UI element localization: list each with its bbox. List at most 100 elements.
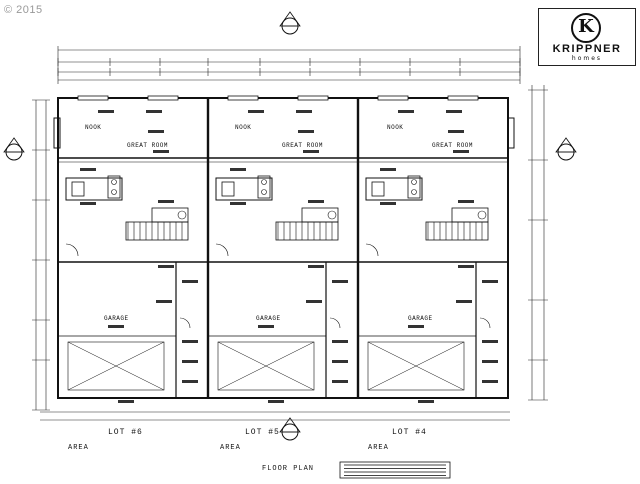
annotation-mark	[332, 340, 348, 343]
annotation-mark	[156, 300, 172, 303]
annotation-mark	[248, 110, 264, 113]
section-markers	[3, 11, 577, 441]
window	[147, 95, 179, 101]
annotation-mark	[456, 300, 472, 303]
annotation-mark	[408, 325, 424, 328]
nook-label-lot4: NOOK	[387, 124, 404, 131]
plan-title: FLOOR PLAN	[262, 465, 315, 473]
toilet-icon	[327, 210, 337, 220]
toilet-icon	[477, 210, 487, 220]
section-marker-top-icon	[279, 11, 301, 35]
area-label-lot6: AREA	[68, 444, 89, 452]
section-marker-right-icon	[555, 137, 577, 161]
annotation-mark	[298, 130, 314, 133]
annotation-mark	[308, 200, 324, 203]
powder-room	[451, 207, 489, 223]
nook-label-lot5: NOOK	[235, 124, 252, 131]
fireplace-icon	[53, 117, 61, 149]
toilet-icon	[177, 210, 187, 220]
annotation-mark	[182, 340, 198, 343]
copyright-watermark: © 2015	[4, 4, 43, 16]
annotation-mark	[303, 150, 319, 153]
window	[227, 95, 259, 101]
section-marker-right-icon-arrow	[555, 137, 577, 153]
notes-block	[339, 461, 451, 479]
door-swing	[479, 317, 491, 329]
lot-label-lot5: LOT #5	[245, 428, 280, 437]
garage-label-lot6: GARAGE	[104, 315, 129, 322]
annotation-mark	[158, 200, 174, 203]
dimension-lines	[35, 46, 545, 421]
annotation-mark	[268, 400, 284, 403]
annotation-mark	[482, 340, 498, 343]
annotation-mark	[148, 130, 164, 133]
window	[447, 95, 479, 101]
notes-frame	[339, 461, 451, 479]
stair-outline	[425, 221, 489, 241]
stairs	[125, 221, 189, 241]
annotation-mark	[118, 400, 134, 403]
fireplace-icon	[507, 117, 515, 149]
range-icon	[107, 175, 121, 199]
annotation-mark	[453, 150, 469, 153]
annotation-mark	[482, 280, 498, 283]
area-label-lot4: AREA	[368, 444, 389, 452]
burner-icon	[411, 179, 417, 185]
window	[77, 95, 109, 101]
garage-label-lot4: GARAGE	[408, 315, 433, 322]
annotation-mark	[80, 168, 96, 171]
stairs	[425, 221, 489, 241]
annotation-mark	[98, 110, 114, 113]
brand-name: KRIPPNER	[552, 43, 622, 55]
section-marker-top-icon-arrow	[279, 11, 301, 27]
sink-icon	[221, 181, 235, 197]
annotation-mark	[482, 380, 498, 383]
annotation-mark	[146, 110, 162, 113]
kitchen-island	[65, 177, 123, 201]
dimension-ticks	[32, 58, 548, 411]
annotation-mark	[482, 360, 498, 363]
lot-label-lot6: LOT #6	[108, 428, 143, 437]
annotation-mark	[332, 380, 348, 383]
annotation-mark	[380, 168, 396, 171]
garage-door-zone	[217, 341, 315, 391]
annotation-mark	[296, 110, 312, 113]
lot-label-lot4: LOT #4	[392, 428, 427, 437]
annotation-mark	[380, 202, 396, 205]
window	[377, 95, 409, 101]
burner-icon	[261, 189, 267, 195]
sink-icon	[371, 181, 385, 197]
burner-icon	[411, 189, 417, 195]
annotation-mark	[230, 168, 246, 171]
annotation-mark	[418, 400, 434, 403]
unit-plans	[53, 95, 515, 403]
range-icon	[407, 175, 421, 199]
burner-icon	[111, 179, 117, 185]
garage-x	[367, 341, 465, 391]
annotation-mark	[182, 380, 198, 383]
door-swing	[329, 317, 341, 329]
door-swing	[365, 243, 379, 257]
annotation-mark	[308, 265, 324, 268]
annotation-mark	[458, 265, 474, 268]
annotation-mark	[448, 130, 464, 133]
annotation-mark	[182, 280, 198, 283]
section-marker-left-icon-arrow	[3, 137, 25, 153]
great-room-label-lot5: GREAT ROOM	[282, 142, 324, 149]
brand-logo: K KRIPPNER homes	[538, 8, 636, 66]
annotation-mark	[182, 360, 198, 363]
annotation-mark	[230, 202, 246, 205]
range-icon	[257, 175, 271, 199]
nook-label-lot6: NOOK	[85, 124, 102, 131]
window	[297, 95, 329, 101]
logo-monogram: K	[578, 16, 594, 37]
section-marker-bottom-icon	[279, 417, 301, 441]
door-swing	[179, 317, 191, 329]
brand-tagline: homes	[571, 55, 603, 62]
stair-outline	[125, 221, 189, 241]
stair-outline	[275, 221, 339, 241]
annotation-mark	[153, 150, 169, 153]
annotation-mark	[108, 325, 124, 328]
annotation-mark	[458, 200, 474, 203]
